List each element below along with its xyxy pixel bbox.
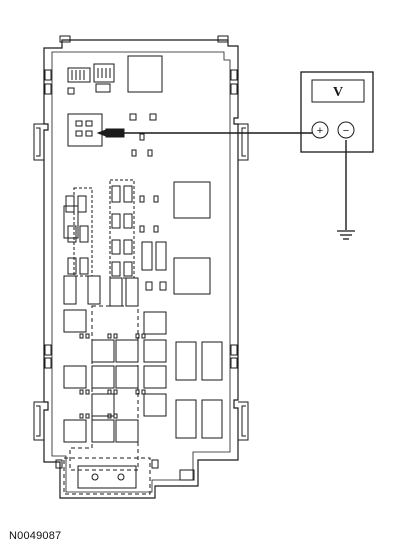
small-fuses-center: [139, 195, 167, 291]
voltmeter: V + −: [300, 71, 374, 153]
test-leads: [96, 128, 347, 230]
right-mounting-clip-bottom: [238, 401, 249, 441]
positive-terminal: [311, 121, 329, 139]
test-socket: [67, 113, 103, 147]
relay-top-large: [127, 55, 163, 93]
mini-fuse-column-right: [109, 179, 139, 307]
voltmeter-body: [300, 71, 374, 153]
voltmeter-display: [311, 79, 365, 103]
maxi-fuses-right: [175, 341, 223, 439]
mini-fuse-column-left: [63, 187, 101, 305]
bottom-connector: [55, 457, 195, 495]
relays-right: [173, 181, 211, 295]
probe-body: [105, 128, 125, 138]
negative-terminal: [337, 121, 355, 139]
figure-id: N0049087: [9, 530, 62, 542]
left-mounting-clip-bottom: [33, 401, 44, 441]
lower-fuse-grid: [63, 305, 167, 471]
right-mounting-clip-top: [238, 123, 249, 161]
top-connectors: [67, 55, 163, 95]
positive-terminal-label: +: [317, 125, 323, 137]
connector-left: [67, 67, 91, 83]
fuse-box-housing: [33, 35, 249, 499]
connector-middle: [93, 63, 115, 83]
left-mounting-clip-top: [33, 123, 44, 161]
ground-symbol-icon: [337, 230, 355, 240]
negative-terminal-label: −: [343, 125, 349, 137]
test-socket-area: [67, 113, 157, 157]
voltmeter-display-label: V: [333, 85, 343, 100]
